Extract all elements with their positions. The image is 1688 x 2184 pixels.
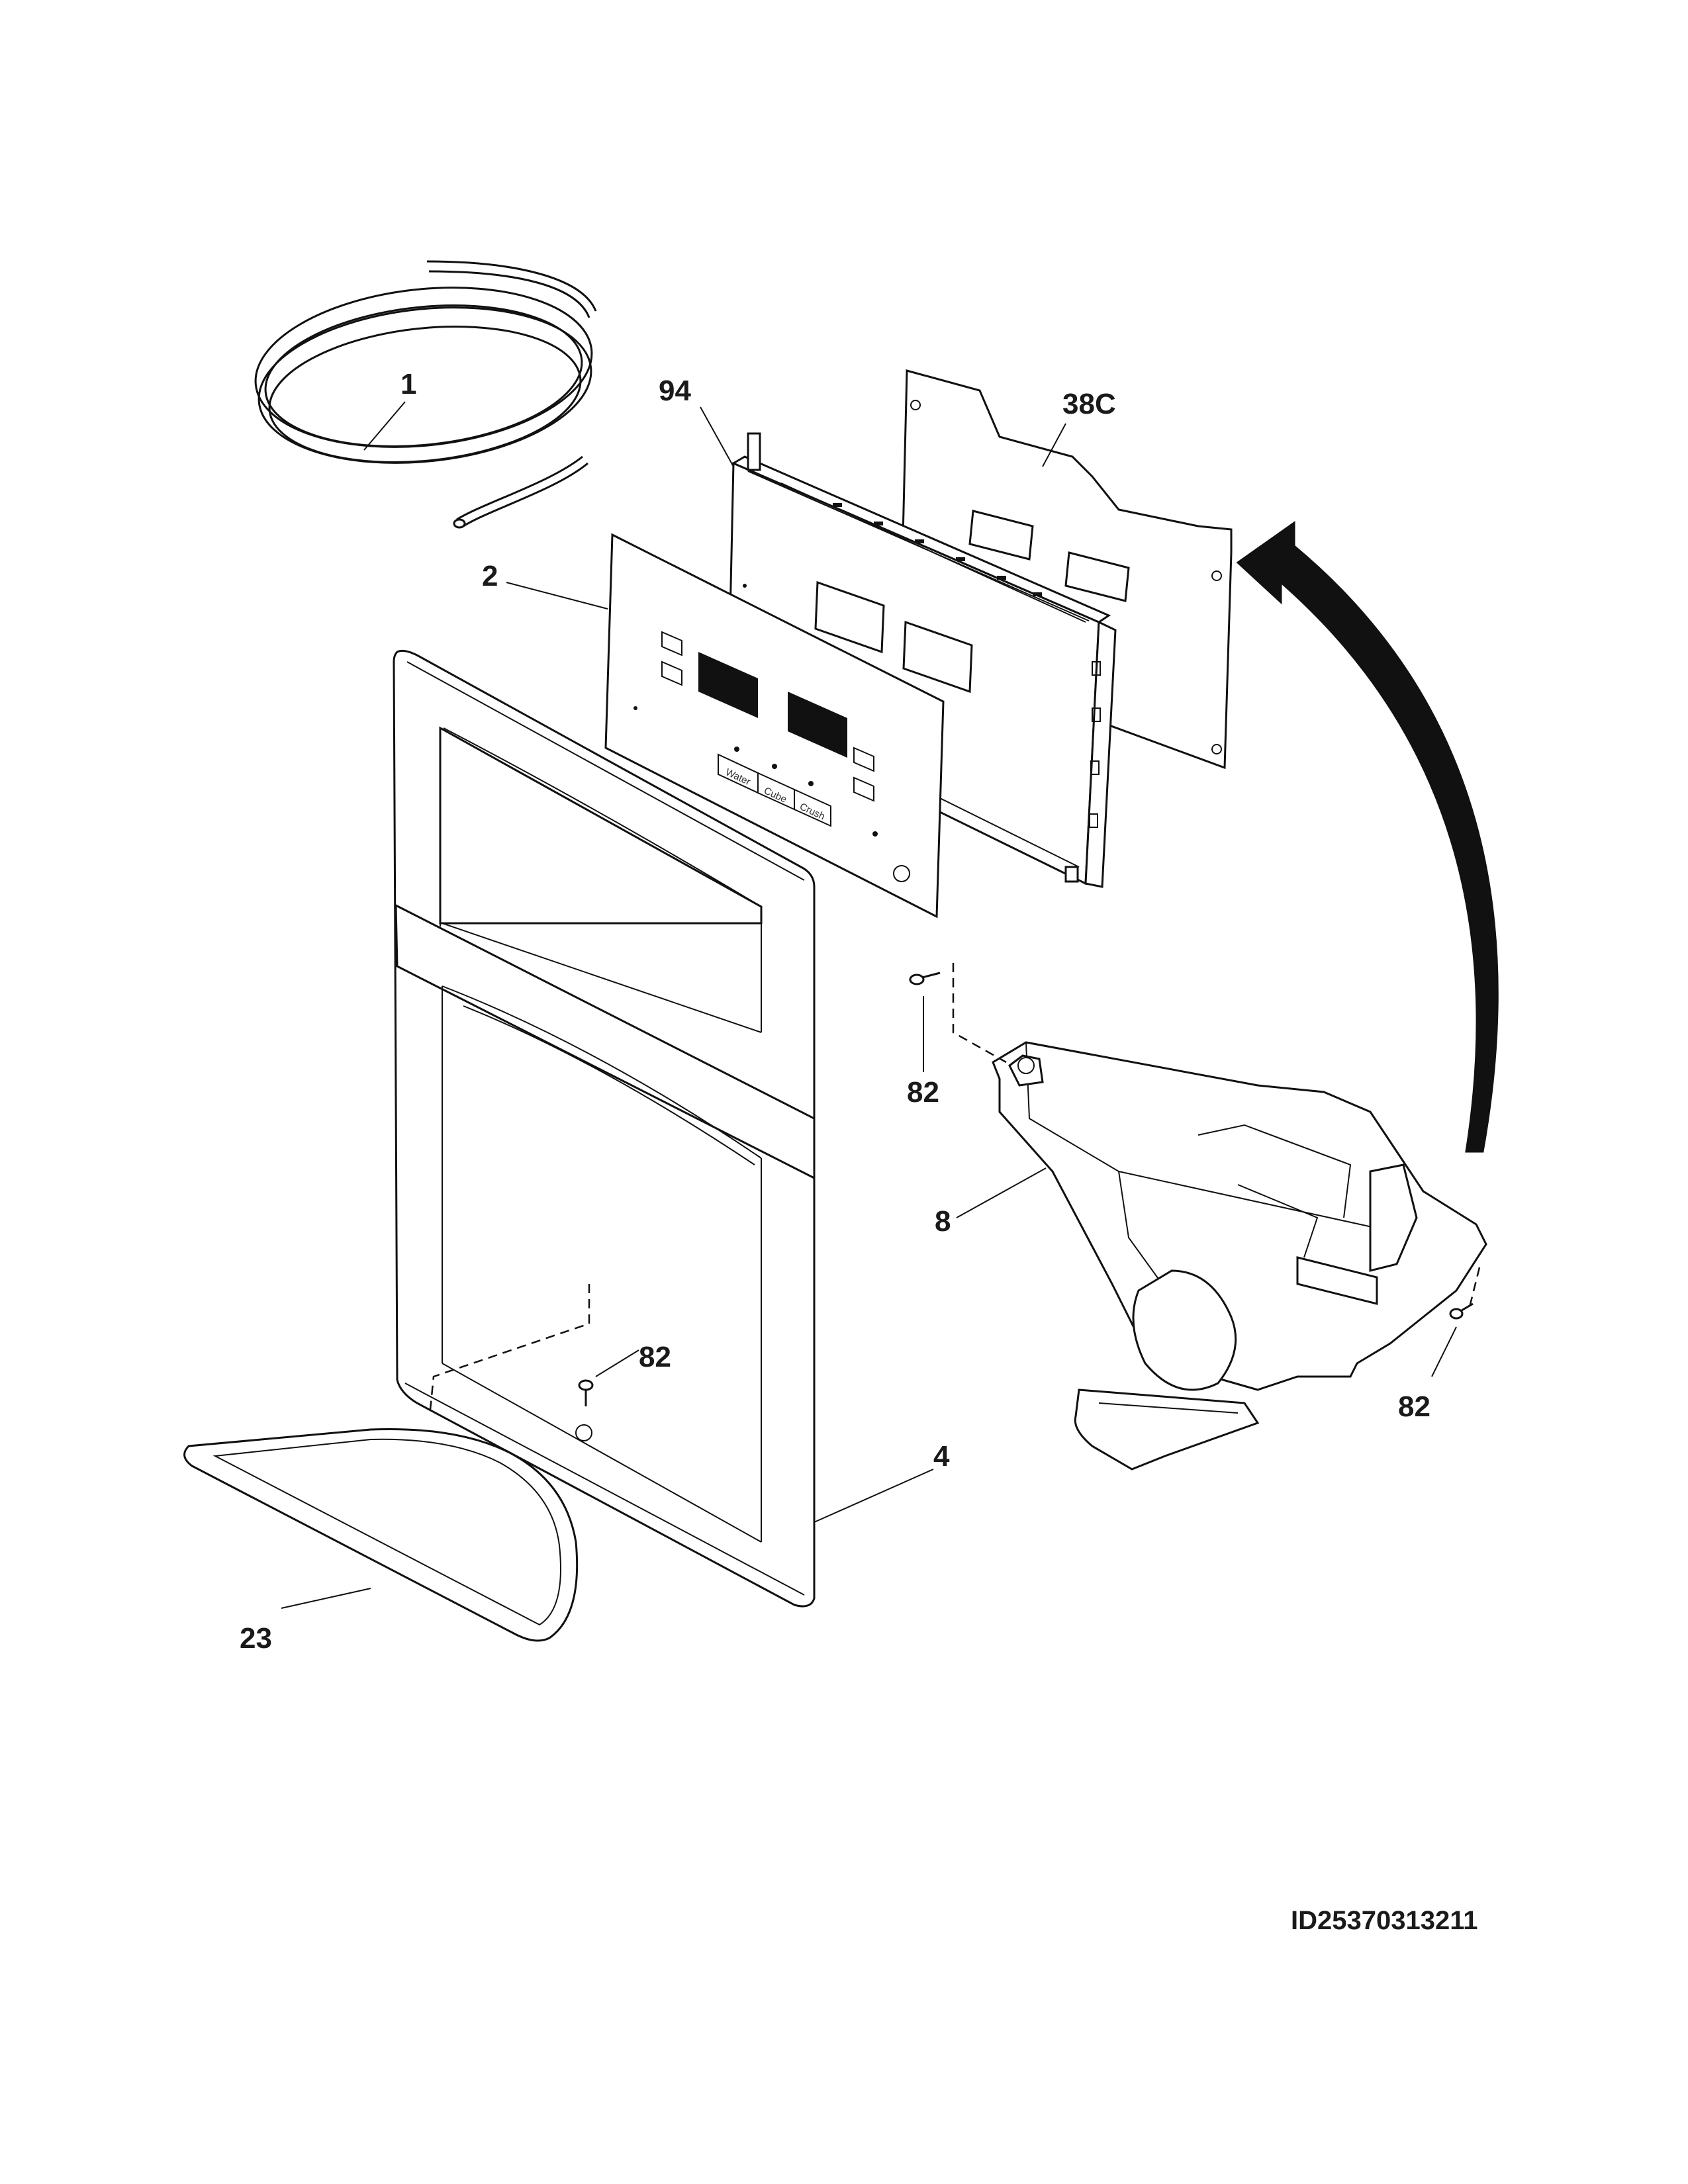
curved-arrow [1236,521,1499,1153]
screw-center [578,1379,594,1406]
control-overlay: Water Cube Crush [604,533,945,919]
tubing-coil [254,260,597,529]
drip-tray [183,1428,579,1642]
diagram-id: ID25370313211 [1291,1906,1478,1935]
callout-82-center: 82 [639,1341,671,1373]
screw-right [1449,1302,1474,1320]
callout-8: 8 [935,1205,951,1238]
callout-2: 2 [482,560,498,592]
alignment-lines [429,963,1481,1410]
front-panel-frame [393,649,816,1608]
callout-23: 23 [240,1622,272,1655]
callout-1: 1 [400,368,416,400]
control-board [727,432,1117,888]
screw-left [909,972,941,985]
callout-4: 4 [933,1440,950,1473]
callout-82-left: 82 [907,1076,939,1109]
callout-38c: 38C [1062,388,1116,420]
callout-82-right: 82 [1398,1390,1430,1423]
callout-94: 94 [659,375,691,407]
leader-lines [281,401,1457,1609]
dispenser-housing [992,1041,1487,1471]
